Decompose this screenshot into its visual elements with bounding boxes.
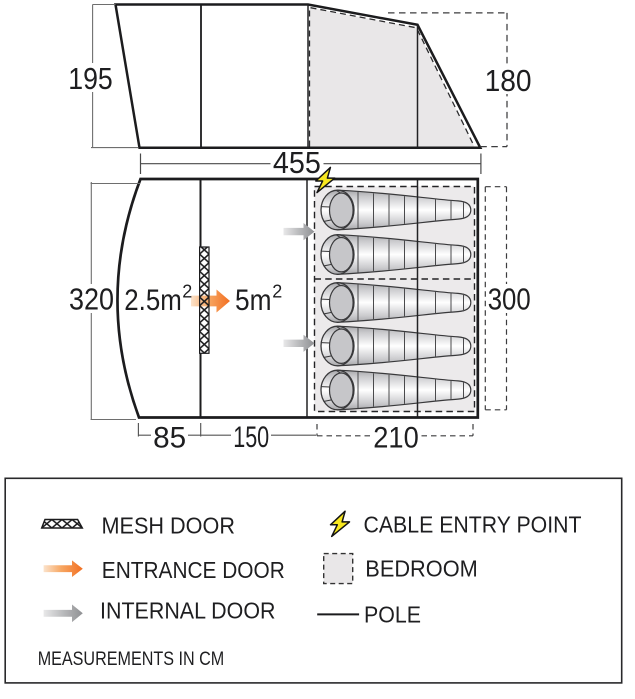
svg-text:2: 2 [182,282,192,302]
svg-text:2.5m: 2.5m [124,284,182,317]
svg-text:INTERNAL DOOR: INTERNAL DOOR [100,598,276,624]
svg-text:150: 150 [233,421,269,454]
svg-text:ENTRANCE DOOR: ENTRANCE DOOR [102,557,285,583]
svg-text:180: 180 [485,63,532,98]
svg-text:MESH DOOR: MESH DOOR [102,513,236,539]
svg-text:320: 320 [69,282,114,317]
svg-text:85: 85 [153,422,186,455]
svg-text:MEASUREMENTS IN CM: MEASUREMENTS IN CM [38,649,225,670]
svg-text:195: 195 [68,61,113,96]
svg-text:210: 210 [373,422,419,455]
svg-text:455: 455 [273,145,321,180]
svg-text:300: 300 [488,281,531,316]
svg-text:2: 2 [272,282,282,302]
svg-text:5m: 5m [235,284,272,317]
svg-text:BEDROOM: BEDROOM [365,556,478,582]
svg-text:POLE: POLE [364,602,421,628]
svg-text:CABLE ENTRY POINT: CABLE ENTRY POINT [364,512,582,538]
